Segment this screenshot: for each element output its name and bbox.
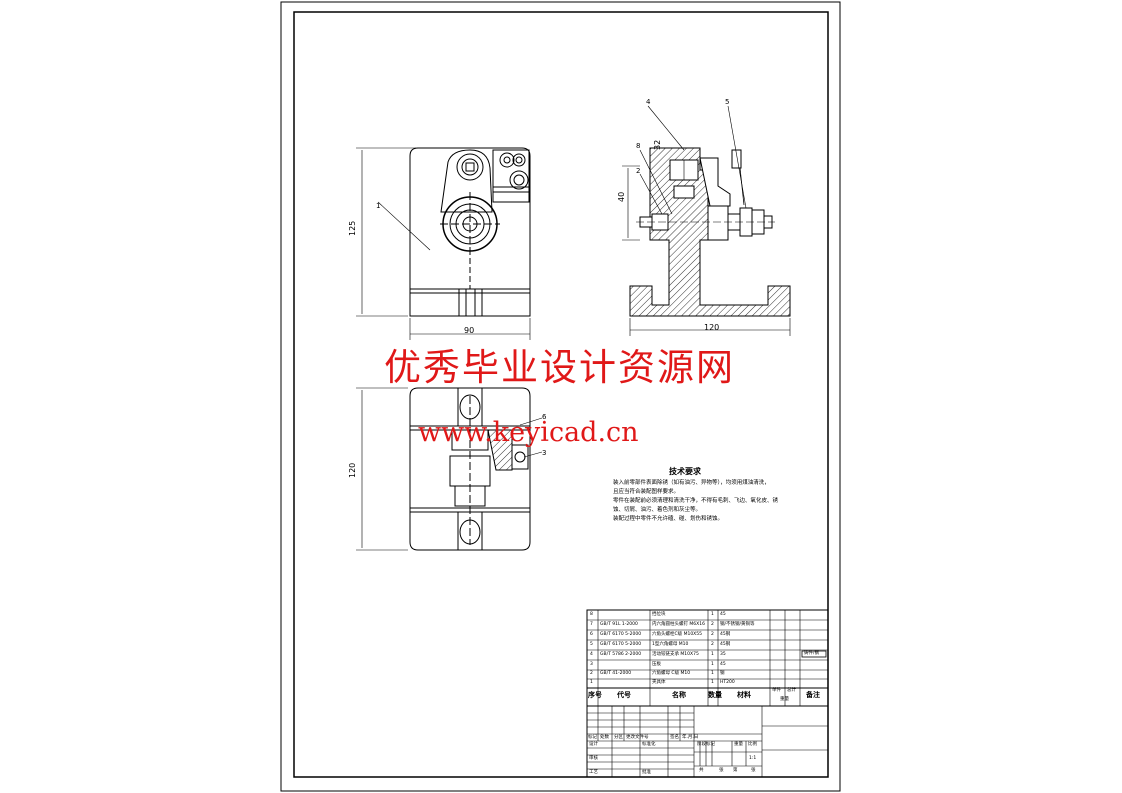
tb-sheet-of: 张 [751,768,756,773]
bom-material: 钢 [720,671,725,676]
bom-code: GB/T 5786 2-2000 [600,652,642,657]
bom-name: 挡位块 [652,612,666,617]
bom-material: 45 [720,662,726,667]
bom-name: 活动铰链支承 M10X75 [652,652,699,657]
bom-no: 1 [590,680,593,685]
tb-mark: 标记 [588,735,597,740]
tb-sheet: 张 [719,768,724,773]
bom-material: 45钢 [720,642,731,647]
bom-qty: 2 [711,632,714,637]
balloon-8: 8 [636,142,640,150]
tb-standardize: 标准化 [642,742,656,747]
tb-ratio: 比例 [748,742,757,747]
bom-qty: 1 [711,680,714,685]
bom-qty: 1 [711,612,714,617]
bom-code: GB/T 41-2000 [600,671,632,676]
bom-no: 8 [590,612,593,617]
bom-header-no: 序号 [588,691,602,699]
top-height-dim: 120 [348,463,357,478]
bom-name: 六角头螺栓C级 M10X55 [652,632,702,637]
bom-header-code: 代号 [617,691,631,699]
tb-checker: 审核 [589,756,598,761]
tb-weight: 重量 [734,742,743,747]
bom-header-total-weight: 总计 [787,688,796,693]
bom-name: 内六角圆柱头螺钉 M6X16 [652,622,705,627]
balloon-3: 3 [542,449,546,457]
tb-count: 处数 [600,735,609,740]
bom-qty: 1 [711,652,714,657]
bom-no: 5 [590,642,593,647]
front-view [409,147,531,317]
side-width-dim: 120 [704,323,719,332]
side-leaders [622,105,791,336]
bom-header-material: 材料 [737,691,751,699]
tb-designer: 设计 [589,742,598,747]
bom-material: HT200 [720,680,735,685]
bom-header-unit-weight: 单件 [772,688,781,693]
outer-border [280,1,841,792]
bom-qty: 1 [711,662,714,667]
balloon-4: 4 [646,98,651,106]
tb-scale-value: 1:1 [749,756,757,761]
bom-no: 6 [590,632,593,637]
bom-qty: 1 [711,671,714,676]
tech-req-body: 装入前零部件表面除锈（如有油污、异物等），均须用煤油清洗， 且应当符合装配图样要… [613,479,779,524]
tb-change-doc: 更改文件号 [626,735,649,740]
bom-material: 钢/不锈钢/黄铜等 [720,622,755,627]
front-height-dim: 125 [348,221,357,236]
side-height-dim: 40 [617,192,626,202]
tb-process: 工艺 [589,770,598,775]
bom-code: GB/T 6170 5-2000 [600,642,642,647]
balloon-5: 5 [725,98,729,106]
tb-stage-mark: 阶段标记 [697,742,715,747]
watermark-url: www.keyicad.cn [418,417,639,448]
front-width-dim: 90 [464,326,474,335]
title-block [586,705,829,778]
tech-req-line: 零件在装配前必须清理和清洗干净，不得有毛刺、飞边、氧化皮、锈 [613,498,779,504]
bom-material: 45钢 [720,632,731,637]
bom-name: 1型六角螺母 M10 [652,642,689,647]
front-dimensions [356,147,531,340]
tech-req-title: 技术要求 [669,467,701,476]
bom-header-name: 名称 [672,691,686,699]
bom-header-qty: 数量 [708,691,722,699]
bom-no: 4 [590,652,593,657]
bom-qty: 2 [711,622,714,627]
bom-no: 2 [590,671,593,676]
bom-code: GB/T 91L 1-2000 [600,622,638,627]
bom-header-remark: 备注 [806,691,820,699]
bom-material: 35 [720,652,726,657]
bom-code: GB/T 6170 5-2000 [600,632,642,637]
tb-sheet-total: 共 [699,768,704,773]
bom-no: 7 [590,622,593,627]
bom-material: 45 [720,612,726,617]
tb-sign: 签名 [670,735,679,740]
bom-name: 压板 [652,662,661,667]
bom-name: 夹具体 [652,680,666,685]
bom-material-mark: 铸件/钢 [804,651,820,656]
side-view [629,147,791,317]
bom-table [586,609,829,707]
watermark-title: 优秀毕业设计资源网 [384,346,735,389]
bom-header-weight: 重量 [780,697,789,702]
inner-border [293,11,829,778]
balloon-6: 6 [542,413,547,421]
tech-req-line: 装入前零部件表面除锈（如有油污、异物等），均须用煤油清洗， [613,480,770,486]
tech-req-line: 蚀、切屑、油污、着色剂和灰尘等。 [613,507,702,513]
tb-approve: 批准 [642,770,651,775]
side-small-dim: 32 [653,140,662,150]
bom-no: 3 [590,662,593,667]
tb-date: 年.月.日 [682,735,699,740]
tech-req-line: 装配过程中零件不允许磕、碰、划伤和锈蚀。 [613,516,724,522]
top-view [409,387,531,551]
balloon-1: 1 [376,202,380,210]
top-dimensions [356,387,543,551]
balloon-2: 2 [636,167,640,175]
bom-name: 六角螺母 C级 M10 [652,671,691,676]
bom-qty: 2 [711,642,714,647]
tech-req-line: 且应当符合装配图样要求。 [613,489,680,495]
tb-zone: 分区 [614,735,623,740]
tb-sheet-no: 第 [733,768,738,773]
